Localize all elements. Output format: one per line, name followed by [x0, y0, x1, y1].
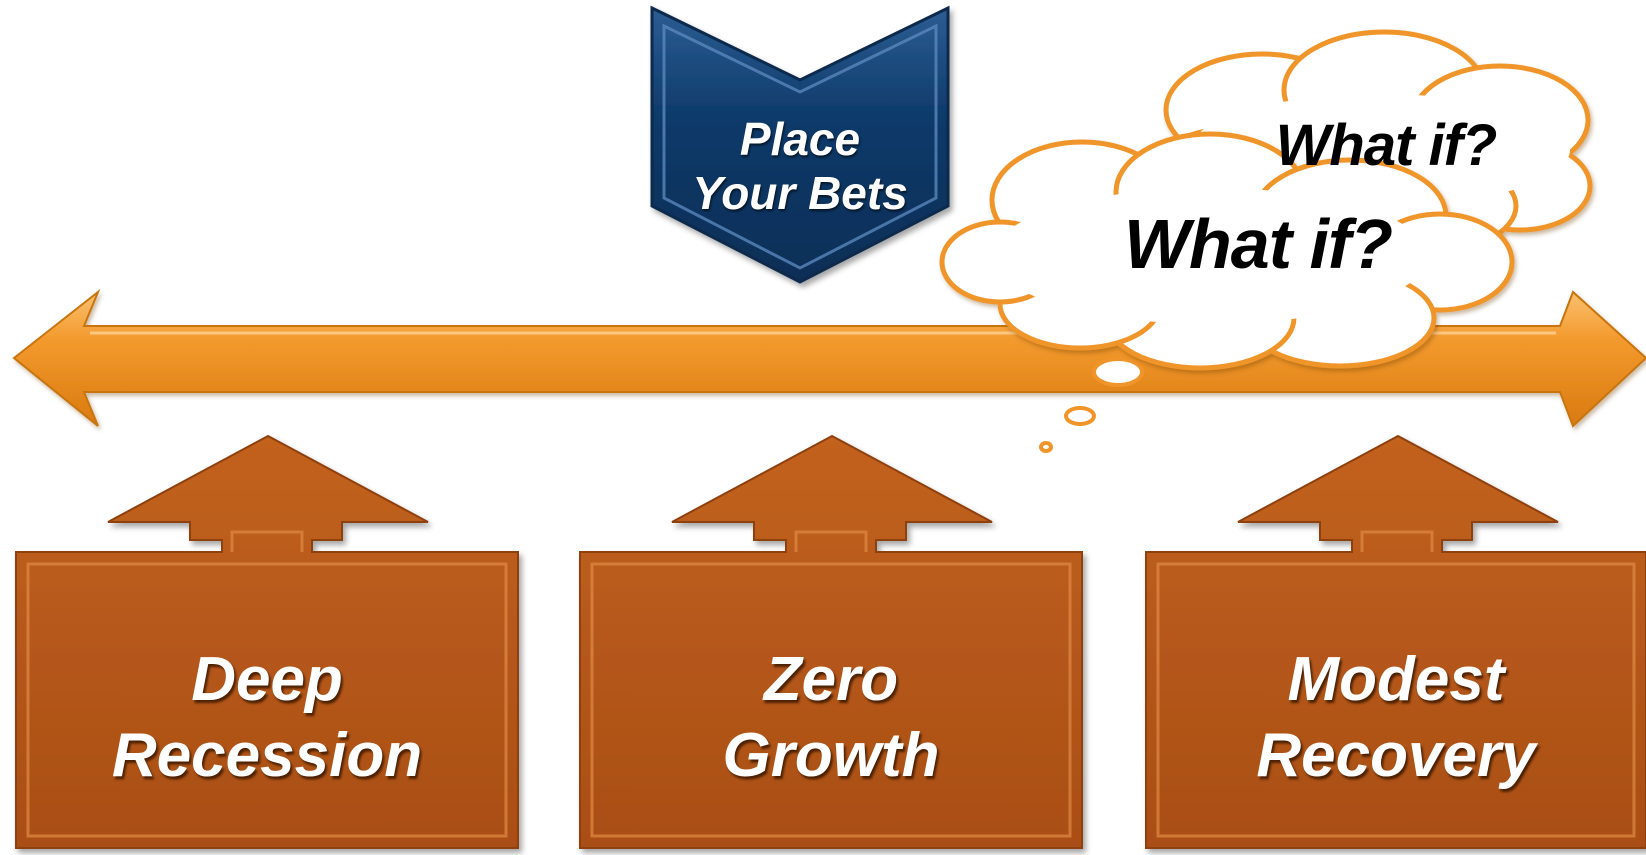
scenario-label-1: Deep Recession: [16, 642, 518, 794]
scenario-label-3-line2: Recovery: [1256, 721, 1536, 790]
scenario-label-2-line1: Zero: [763, 645, 899, 714]
what-if-back-text: What if?: [1275, 113, 1498, 178]
place-your-bets-badge: [650, 5, 950, 284]
scenario-box-2: [579, 434, 1083, 849]
place-your-bets-line2: Your Bets: [692, 167, 908, 219]
scenario-box-3: [1145, 434, 1646, 849]
place-your-bets-text: Place Your Bets: [660, 112, 940, 220]
what-if-front-text: What if?: [1123, 205, 1393, 283]
scenario-label-2: Zero Growth: [580, 642, 1082, 794]
scenario-label-1-line1: Deep: [191, 645, 343, 714]
scenario-label-3-line1: Modest: [1287, 645, 1505, 714]
scenario-label-3: Modest Recovery: [1146, 642, 1646, 794]
scenario-label-1-line2: Recession: [111, 721, 423, 790]
scenario-box-1: [15, 434, 519, 849]
place-your-bets-line1: Place: [739, 113, 861, 165]
scenario-label-2-line2: Growth: [722, 721, 940, 790]
